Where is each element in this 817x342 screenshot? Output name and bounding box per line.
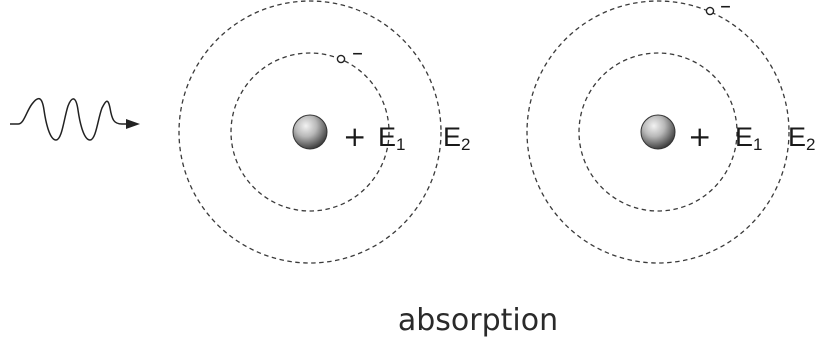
nucleus-icon — [292, 114, 328, 150]
inner-orbit-e1 — [230, 52, 390, 212]
outer-orbit-e2 — [526, 0, 790, 264]
electron-charge: – — [720, 0, 731, 19]
nucleus-icon — [640, 114, 676, 150]
level-label-e2: E2 — [443, 122, 470, 154]
electron: – — [336, 41, 363, 66]
diagram-caption: absorption — [398, 303, 558, 338]
electron-dot-icon — [705, 6, 715, 16]
inner-orbit-e1 — [578, 52, 738, 212]
level-label-e1: E1 — [735, 122, 762, 154]
atom-after: + – E1 E2 — [526, 0, 815, 264]
nucleus-charge: + — [343, 120, 366, 153]
outer-orbit-e2 — [178, 0, 442, 264]
level-label-e2: E2 — [788, 122, 815, 154]
nucleus-charge: + — [688, 120, 711, 153]
electron-dot-icon — [336, 54, 346, 64]
atom-before: + – E1 E2 — [178, 0, 470, 264]
electron: – — [705, 0, 731, 19]
photon-wave-icon — [10, 97, 140, 141]
electron-charge: – — [352, 41, 363, 66]
level-label-e1: E1 — [378, 122, 405, 154]
